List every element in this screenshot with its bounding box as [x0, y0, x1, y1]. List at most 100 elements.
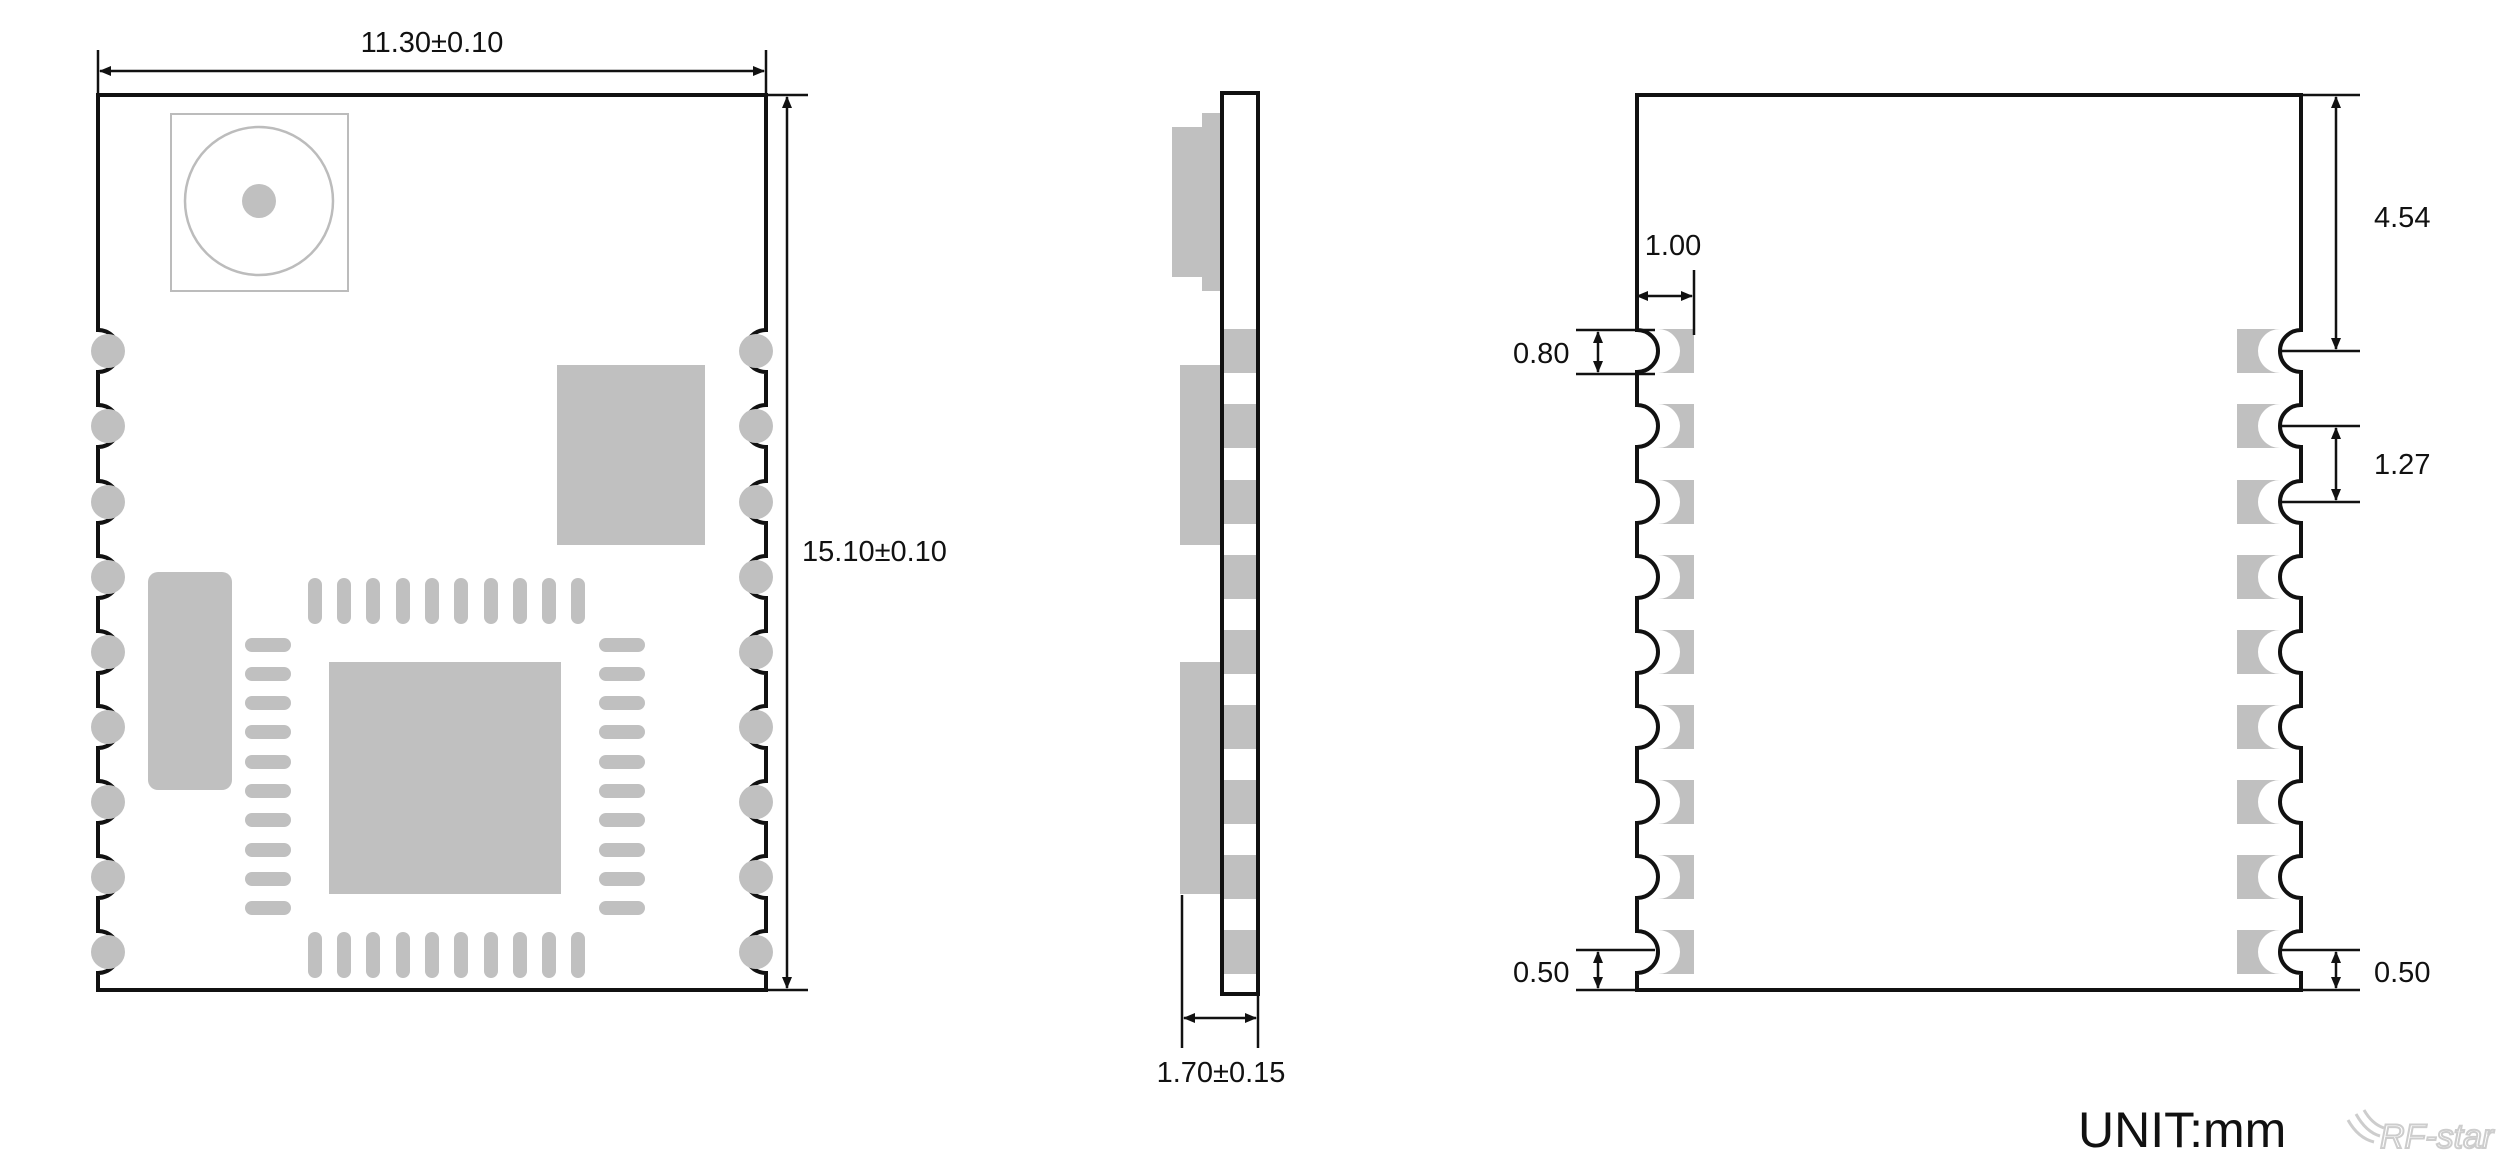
- dim-thickness: 1.70±0.15: [1157, 895, 1286, 1089]
- dim-bottom-left: 0.50: [1513, 948, 1655, 992]
- castellation-left: [91, 560, 125, 594]
- chip-pin-bottom: [542, 932, 556, 978]
- side-view: 1.70±0.15: [1157, 91, 1286, 1089]
- castellation-right: [739, 785, 773, 819]
- castellation-left: [91, 635, 125, 669]
- top-view: 11.30±0.10 15.10±0.10: [91, 27, 947, 992]
- chip-pin-bottom: [571, 932, 585, 978]
- side-pad: [1224, 480, 1256, 524]
- chip-pins: [245, 578, 645, 978]
- side-pad: [1224, 705, 1256, 749]
- side-pad: [1224, 855, 1256, 899]
- chip-pin-top: [454, 578, 468, 624]
- chip-pin-bottom: [308, 932, 322, 978]
- castellation-left: [91, 409, 125, 443]
- bottom-pad-left: [1658, 780, 1694, 824]
- side-chip: [1180, 662, 1220, 894]
- chip-pin-right: [599, 755, 645, 769]
- bottom-outline-path: [1635, 93, 2303, 992]
- bottom-pad-right: [2237, 404, 2280, 448]
- bottom-pad-right: [2237, 630, 2280, 674]
- chip-pin-left: [245, 784, 291, 798]
- bottom-pad-right: [2237, 329, 2280, 373]
- castellation-right: [739, 860, 773, 894]
- chip-pin-bottom: [366, 932, 380, 978]
- bottom-pad-right: [2237, 780, 2280, 824]
- chip-pin-right: [599, 872, 645, 886]
- bottom-pad-left: [1658, 329, 1694, 373]
- chip-pin-right: [599, 667, 645, 681]
- side-shield-top: [1202, 113, 1220, 291]
- chip-pin-bottom: [513, 932, 527, 978]
- bottom-pad-left: [1658, 480, 1694, 524]
- chip-pin-left: [245, 725, 291, 739]
- side-pad: [1224, 555, 1256, 599]
- chip-pin-bottom: [337, 932, 351, 978]
- chip-pin-left: [245, 696, 291, 710]
- top-view-outline: [91, 93, 773, 992]
- bottom-pad-right: [2237, 555, 2280, 599]
- chip-pin-left: [245, 843, 291, 857]
- antenna-dot: [242, 184, 276, 218]
- chip-pin-left: [245, 813, 291, 827]
- bottom-pad-left: [1658, 930, 1694, 974]
- pitch-label: 1.27: [2374, 449, 2430, 481]
- dim-top-offset: 4.54: [2280, 93, 2430, 353]
- pad-width-label: 0.80: [1513, 338, 1569, 370]
- chip-pin-top: [337, 578, 351, 624]
- side-pad: [1224, 404, 1256, 448]
- chip-pin-right: [599, 696, 645, 710]
- bottom-pad-left: [1658, 705, 1694, 749]
- chip-pin-top: [542, 578, 556, 624]
- chip-pin-bottom: [454, 932, 468, 978]
- side-antenna: [1172, 127, 1206, 277]
- side-pads: [1224, 329, 1256, 974]
- castellation-right: [739, 560, 773, 594]
- chip-pin-right: [599, 725, 645, 739]
- antenna-box: [170, 113, 349, 292]
- dim-pitch: 1.27: [2280, 424, 2430, 504]
- side-pad: [1224, 780, 1256, 824]
- antenna-ring: [183, 125, 335, 277]
- side-shield: [1180, 365, 1220, 545]
- bottom-pads: [1658, 329, 2280, 974]
- bottom-pad-left: [1658, 404, 1694, 448]
- chip-pin-right: [599, 784, 645, 798]
- wing-logo-icon: [2346, 1109, 2385, 1144]
- dim-bottom-right: 0.50: [2280, 948, 2430, 992]
- chip-pin-left: [245, 901, 291, 915]
- chip-pin-top: [366, 578, 380, 624]
- castellation-right: [739, 409, 773, 443]
- dim-pad-length: 1.00: [1636, 230, 1701, 335]
- chip-pin-bottom: [484, 932, 498, 978]
- bottom-right-label: 0.50: [2374, 957, 2430, 989]
- chip-pin-top: [513, 578, 527, 624]
- castellation-right: [739, 935, 773, 969]
- bottom-pad-left: [1658, 555, 1694, 599]
- bottom-left-label: 0.50: [1513, 957, 1569, 989]
- chip-pin-top: [308, 578, 322, 624]
- bottom-view: 4.54 1.27 0.50 1.00 0.80: [1513, 93, 2430, 992]
- side-pcb-outline: [1220, 91, 1260, 996]
- castellation-left: [91, 485, 125, 519]
- unit-label: UNIT:mm: [2078, 1102, 2286, 1158]
- castellation-left: [91, 710, 125, 744]
- chip-pin-left: [245, 872, 291, 886]
- side-pad: [1224, 930, 1256, 974]
- bottom-view-outline: [1635, 93, 2303, 992]
- crystal-component: [148, 572, 232, 790]
- chip-pin-right: [599, 638, 645, 652]
- castellation-left: [91, 860, 125, 894]
- bottom-pad-left: [1658, 855, 1694, 899]
- side-pad: [1224, 329, 1256, 373]
- thickness-label: 1.70±0.15: [1157, 1057, 1286, 1089]
- castellation-right: [739, 635, 773, 669]
- chip-pin-top: [396, 578, 410, 624]
- chip-pin-left: [245, 638, 291, 652]
- watermark-text: RF-star: [2380, 1118, 2495, 1156]
- bottom-pad-right: [2237, 855, 2280, 899]
- castellation-right: [739, 334, 773, 368]
- castellation-right: [739, 710, 773, 744]
- bottom-pad-right: [2237, 480, 2280, 524]
